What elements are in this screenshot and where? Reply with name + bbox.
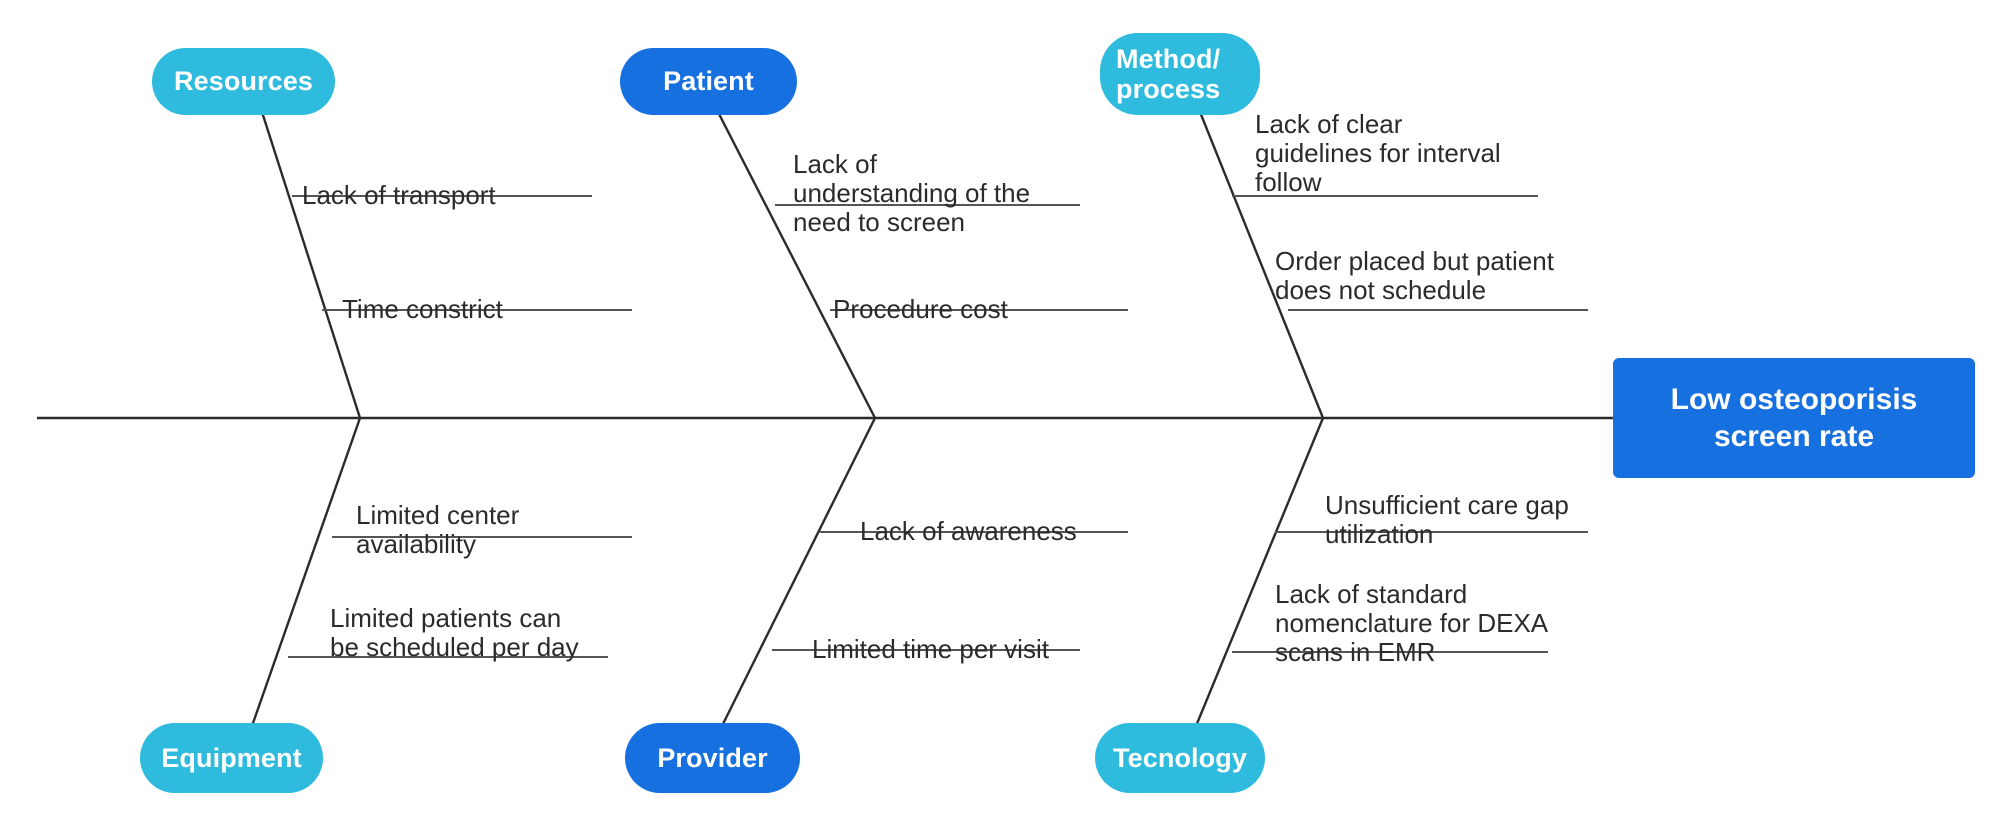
- cause-text: Order placed but patient does not schedu…: [1275, 246, 1554, 306]
- category-pill-provider[interactable]: Provider: [625, 723, 800, 793]
- category-pill-patient[interactable]: Patient: [620, 48, 797, 115]
- cause-resources-1: Lack of transport: [302, 152, 602, 210]
- rib-provider: [720, 417, 877, 727]
- category-label-equipment: Equipment: [161, 742, 302, 773]
- effect-box[interactable]: Low osteoporisis screen rate: [1613, 358, 1975, 478]
- cause-equipment-2: Limited patients can be scheduled per da…: [330, 575, 640, 662]
- cause-text: Procedure cost: [833, 294, 1008, 325]
- cause-text: Time constrict: [342, 294, 503, 325]
- category-pill-method-process[interactable]: Method/ process: [1100, 33, 1260, 115]
- cause-tecnology-1: Unsufficient care gap utilization: [1325, 462, 1635, 549]
- cause-text: Lack of standard nomenclature for DEXA s…: [1275, 579, 1549, 668]
- cause-text: Limited patients can be scheduled per da…: [330, 603, 579, 663]
- category-label-resources: Resources: [174, 66, 313, 97]
- category-label-method-process: Method/ process: [1116, 43, 1221, 104]
- category-pill-resources[interactable]: Resources: [152, 48, 335, 115]
- cause-patient-1: Lack of understanding of the need to scr…: [793, 121, 1093, 237]
- cause-text: Lack of awareness: [860, 516, 1077, 547]
- cause-text: Lack of clear guidelines for interval fo…: [1255, 109, 1501, 198]
- cause-tecnology-2: Lack of standard nomenclature for DEXA s…: [1275, 551, 1605, 667]
- cause-text: Lack of understanding of the need to scr…: [793, 149, 1031, 238]
- cause-resources-2: Time constrict: [342, 266, 642, 324]
- cause-text: Unsufficient care gap utilization: [1325, 490, 1569, 550]
- cause-text: Lack of transport: [302, 180, 496, 211]
- effect-label: Low osteoporisis screen rate: [1670, 382, 1918, 454]
- category-label-patient: Patient: [663, 66, 754, 97]
- category-label-tecnology: Tecnology: [1113, 742, 1247, 773]
- cause-equipment-1: Limited center availability: [356, 472, 656, 559]
- cause-patient-2: Procedure cost: [833, 266, 1133, 324]
- cause-text: Limited center availability: [356, 500, 520, 560]
- category-pill-tecnology[interactable]: Tecnology: [1095, 723, 1265, 793]
- cause-provider-2: Limited time per visit: [812, 606, 1112, 664]
- cause-provider-1: Lack of awareness: [860, 488, 1160, 546]
- cause-method-1: Lack of clear guidelines for interval fo…: [1255, 81, 1565, 197]
- category-label-provider: Provider: [657, 742, 768, 773]
- cause-text: Limited time per visit: [812, 634, 1049, 665]
- cause-method-2: Order placed but patient does not schedu…: [1275, 218, 1595, 305]
- category-pill-equipment[interactable]: Equipment: [140, 723, 323, 793]
- rib-equipment: [250, 417, 362, 727]
